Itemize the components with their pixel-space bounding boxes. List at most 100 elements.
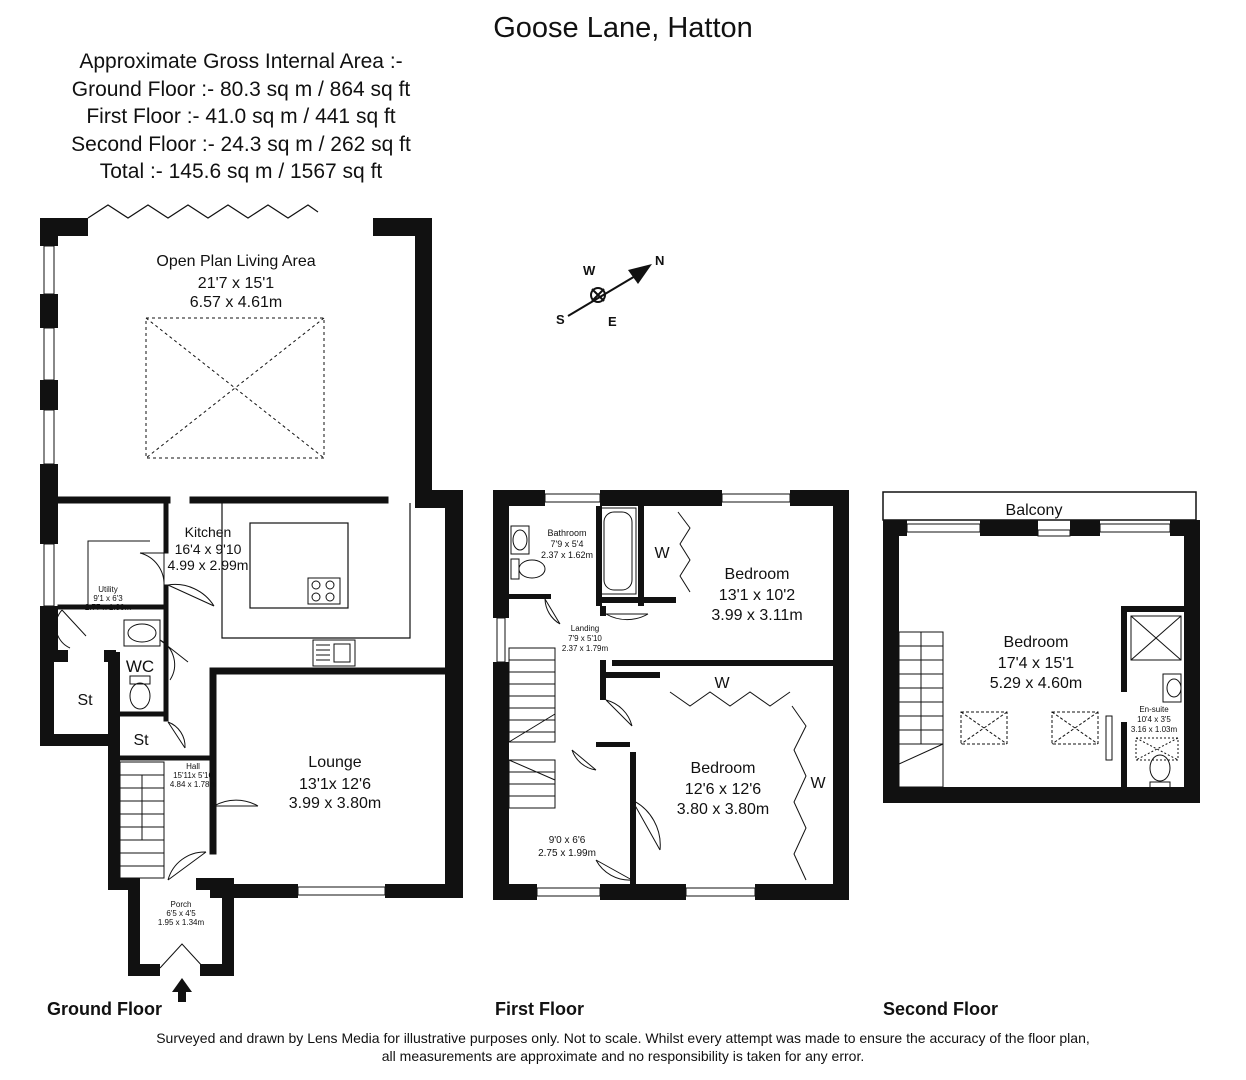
bath-icon: [599, 507, 637, 595]
landing-imperial: 7'9 x 5'10: [568, 634, 602, 643]
first-partitions: [509, 506, 833, 884]
kitchen-metric: 4.99 x 2.99m: [168, 557, 249, 573]
kitchen-name: Kitchen: [185, 524, 232, 540]
bathroom-basin-icon: [510, 525, 530, 555]
utility-metric: 2.77 x 1.90m: [85, 603, 132, 612]
ground-walls: [40, 218, 463, 976]
rooflight-icon: [145, 317, 325, 459]
second-bedroom-name: Bedroom: [1004, 634, 1069, 651]
area-total: Total :- 145.6 sq m / 1567 sq ft: [99, 160, 383, 183]
landing-label: Landing 7'9 x 5'10 2.37 x 1.79m: [562, 624, 609, 653]
entrance-arrow-icon: [172, 978, 192, 1002]
ensuite-name: En-suite: [1139, 705, 1169, 714]
area-summary: Approximate Gross Internal Area :- Groun…: [40, 48, 442, 186]
first-doors: [544, 598, 661, 881]
second-bedroom-label: Bedroom 17'4 x 15'1 5.29 x 4.60m: [990, 634, 1083, 692]
bathroom-metric: 2.37 x 1.62m: [541, 550, 593, 560]
wardrobe1-label: W: [654, 545, 670, 562]
store2-label: St: [133, 732, 149, 749]
store1-label: St: [77, 692, 93, 709]
wc-label: WC: [126, 657, 154, 676]
porch-name: Porch: [171, 900, 192, 909]
bathroom-name: Bathroom: [547, 528, 586, 538]
second-rooflights: [960, 711, 1099, 745]
landing-metric: 2.37 x 1.79m: [562, 644, 609, 653]
area-ground: Ground Floor :- 80.3 sq m / 864 sq ft: [71, 77, 411, 101]
second-bedroom-imperial: 17'4 x 15'1: [998, 655, 1074, 672]
hob-icon: [307, 577, 341, 605]
second-bedroom-metric: 5.29 x 4.60m: [990, 675, 1083, 692]
second-staircase: [898, 631, 944, 788]
utility-imperial: 9'1 x 6'3: [93, 594, 123, 603]
first-bedroom2-label: Bedroom 12'6 x 12'6 3.80 x 3.80m: [677, 760, 770, 818]
area-heading: Approximate Gross Internal Area :-: [79, 50, 403, 73]
first-floor-plan: [493, 490, 849, 900]
hall-name: Hall: [186, 762, 200, 771]
compass-w: W: [583, 263, 596, 278]
first-bedroom1-label: Bedroom 13'1 x 10'2 3.99 x 3.11m: [711, 566, 802, 624]
area-second: Second Floor :- 24.3 sq m / 262 sq ft: [71, 132, 411, 156]
compass-n: N: [655, 253, 664, 268]
compass-e: E: [608, 314, 617, 329]
ground-floor-label: Ground Floor: [47, 999, 162, 1019]
first-room3-label: 9'0 x 6'6 2.75 x 1.99m: [538, 835, 596, 859]
compass-s: S: [556, 312, 565, 327]
second-windows: [906, 523, 1171, 537]
room3-imperial: 9'0 x 6'6: [549, 835, 586, 846]
ground-windows: [43, 245, 386, 896]
ground-doors: [55, 552, 259, 969]
shower-icon: [1130, 615, 1182, 661]
living-name: Open Plan Living Area: [156, 253, 315, 270]
ensuite-basin-icon: [1162, 673, 1182, 703]
bathroom-imperial: 7'9 x 5'4: [551, 539, 584, 549]
bifold-doors: [87, 204, 319, 219]
first-windows: [496, 493, 791, 897]
toilet-icon: [129, 675, 151, 710]
lounge-imperial: 13'1x 12'6: [299, 776, 371, 793]
landing-name: Landing: [571, 624, 599, 633]
second-floor-plan: [882, 491, 1200, 803]
utility-label: Utility 9'1 x 6'3 2.77 x 1.90m: [85, 585, 132, 612]
lounge-label: Lounge 13'1x 12'6 3.99 x 3.80m: [289, 754, 382, 812]
living-area-label: Open Plan Living Area 21'7 x 15'1 6.57 x…: [156, 253, 315, 311]
first-floor-label: First Floor: [495, 999, 584, 1019]
ground-partitions: [57, 496, 446, 855]
wc-basin-icon: [123, 619, 161, 647]
utility-name: Utility: [98, 585, 118, 594]
area-first: First Floor :- 41.0 sq m / 441 sq ft: [86, 105, 396, 128]
balcony-outline: [882, 491, 1197, 521]
hall-imperial: 15'11x 5'10: [173, 771, 213, 780]
hall-label: Hall 15'11x 5'10 4.84 x 1.78m: [170, 762, 217, 789]
kitchen-island: [249, 522, 349, 609]
porch-label: Porch 6'5 x 4'5 1.95 x 1.34m: [158, 900, 205, 927]
room3-metric: 2.75 x 1.99m: [538, 848, 596, 859]
bedroom2-name: Bedroom: [691, 760, 756, 777]
first-staircase: [508, 647, 556, 809]
lounge-name: Lounge: [308, 754, 361, 771]
first-walls: [493, 490, 849, 900]
bedroom2-imperial: 12'6 x 12'6: [685, 781, 761, 798]
bedroom2-metric: 3.80 x 3.80m: [677, 801, 770, 818]
ensuite-metric: 3.16 x 1.03m: [1131, 725, 1178, 734]
porch-metric: 1.95 x 1.34m: [158, 918, 205, 927]
living-imperial: 21'7 x 15'1: [198, 275, 274, 292]
lounge-metric: 3.99 x 3.80m: [289, 795, 382, 812]
ground-floor-plan: [40, 204, 463, 1002]
porch-imperial: 6'5 x 4'5: [166, 909, 196, 918]
second-floor-label: Second Floor: [883, 999, 999, 1019]
ground-staircase: [119, 761, 165, 879]
second-partitions: [1121, 606, 1184, 787]
ensuite-label: En-suite 10'4 x 3'5 3.16 x 1.03m: [1131, 705, 1178, 734]
plan-title: Goose Lane, Hatton: [493, 12, 753, 44]
disclaimer-line1: Surveyed and drawn by Lens Media for ill…: [156, 1030, 1090, 1046]
wardrobe2-label: W: [714, 675, 730, 692]
compass-icon: [567, 264, 652, 317]
bathroom-label: Bathroom 7'9 x 5'4 2.37 x 1.62m: [541, 528, 593, 560]
disclaimer: Surveyed and drawn by Lens Media for ill…: [0, 1029, 1246, 1065]
sink-icon: [312, 639, 356, 667]
kitchen-imperial: 16'4 x 9'10: [175, 541, 242, 557]
ensuite-imperial: 10'4 x 3'5: [1137, 715, 1171, 724]
living-metric: 6.57 x 4.61m: [190, 294, 283, 311]
bedroom1-metric: 3.99 x 3.11m: [711, 607, 802, 624]
